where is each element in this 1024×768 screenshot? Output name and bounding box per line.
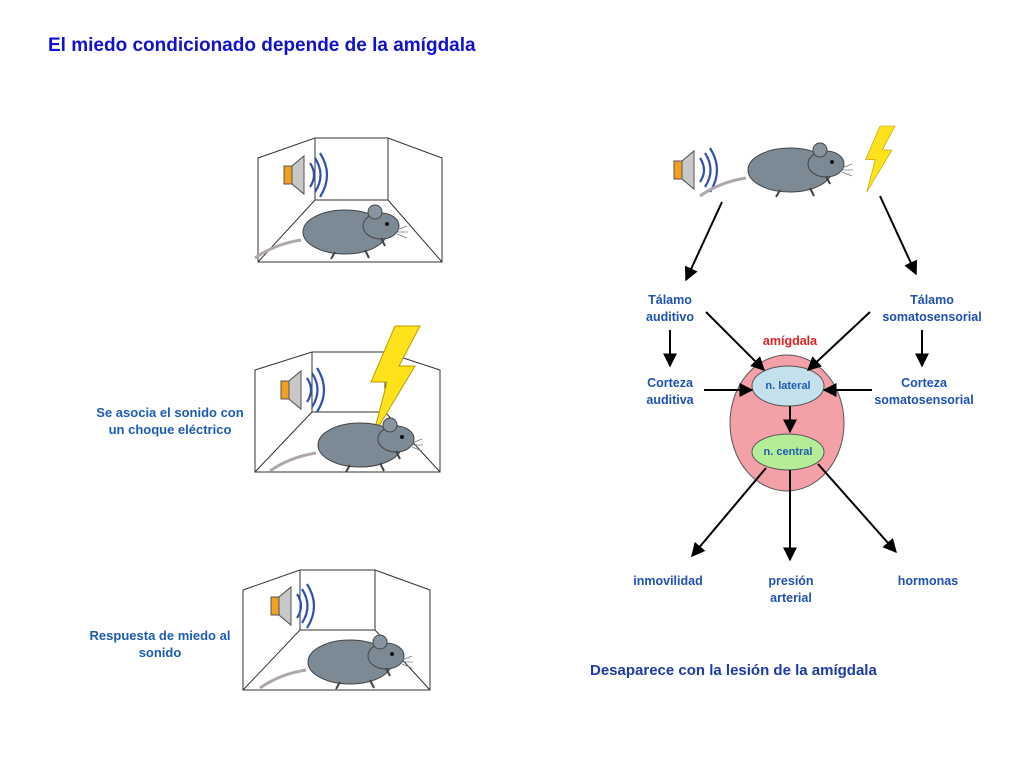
speaker-icon (282, 151, 329, 199)
output-pressure-label: presión arterial (768, 574, 814, 605)
thalamus-somatosensory-label: Tálamo somatosensorial (882, 293, 982, 324)
rat-icon (258, 633, 415, 691)
lateral-nucleus-label: n. lateral (765, 380, 811, 392)
output-hormones-label: hormonas (897, 574, 959, 588)
speaker-icon (672, 146, 719, 194)
caption-line: un choque eléctrico (108, 422, 232, 437)
speaker-icon (269, 582, 316, 630)
cortex-somatosensory-label: Corteza somatosensorial (874, 376, 974, 407)
lightning-bolt-icon (865, 125, 896, 193)
panel-3-caption: Respuesta de miedo al sonido (40, 627, 280, 661)
rat-icon (268, 416, 425, 474)
lightning-bolt-icon (370, 325, 421, 437)
cortex-auditory-label: Corteza auditiva (646, 376, 694, 407)
central-nucleus-label: n. central (763, 446, 813, 458)
pathway-arrows (663, 195, 929, 562)
thalamus-auditory-label: Tálamo auditivo (646, 293, 694, 324)
central-nucleus (751, 433, 825, 471)
page-title: El miedo condicionado depende de la amíg… (48, 35, 476, 56)
caption-line: Se asocia el sonido con (96, 405, 244, 420)
caption-line: sonido (138, 645, 182, 660)
rat-icon (253, 203, 410, 261)
speaker-icon (279, 366, 326, 414)
output-immobility-label: inmovilidad (633, 574, 703, 588)
footer-note: Desaparece con la lesión de la amígdala (590, 662, 877, 679)
panel-2-caption: Se asocia el sonido con un choque eléctr… (60, 404, 280, 438)
rat-icon (698, 141, 855, 199)
caption-line: Respuesta de miedo al (89, 628, 231, 643)
amygdala-label: amígdala (762, 334, 818, 348)
